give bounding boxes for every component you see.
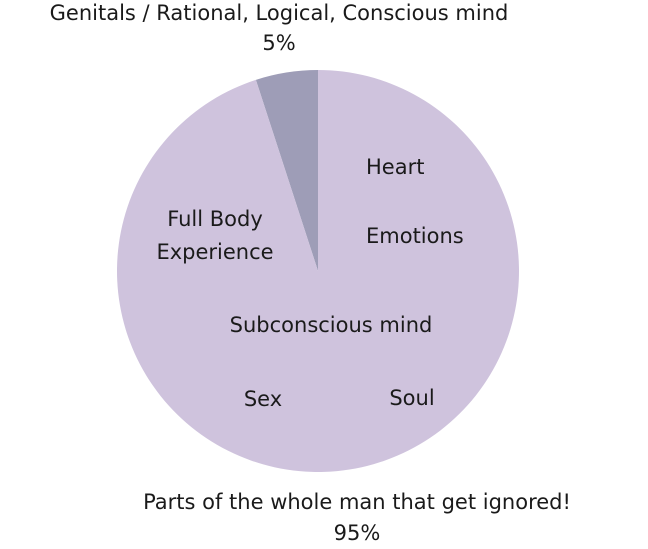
annotation-experience: Experience (156, 240, 273, 264)
annotation-emotions: Emotions (366, 224, 464, 248)
slice-label-large-percent: 95% (334, 521, 381, 545)
annotation-soul: Soul (389, 386, 434, 410)
annotation-subconscious-mind: Subconscious mind (230, 313, 433, 337)
pie-slice-genitals-conscious-mind (255, 70, 318, 271)
slice-label-small-name: Genitals / Rational, Logical, Conscious … (50, 1, 509, 25)
slice-label-large-name: Parts of the whole man that get ignored! (143, 490, 571, 514)
annotation-full-body: Full Body (167, 207, 263, 231)
slice-label-small-percent: 5% (262, 31, 295, 55)
annotation-heart: Heart (366, 155, 424, 179)
annotation-sex: Sex (244, 387, 282, 411)
pie-slice-ignored-parts (117, 70, 520, 473)
